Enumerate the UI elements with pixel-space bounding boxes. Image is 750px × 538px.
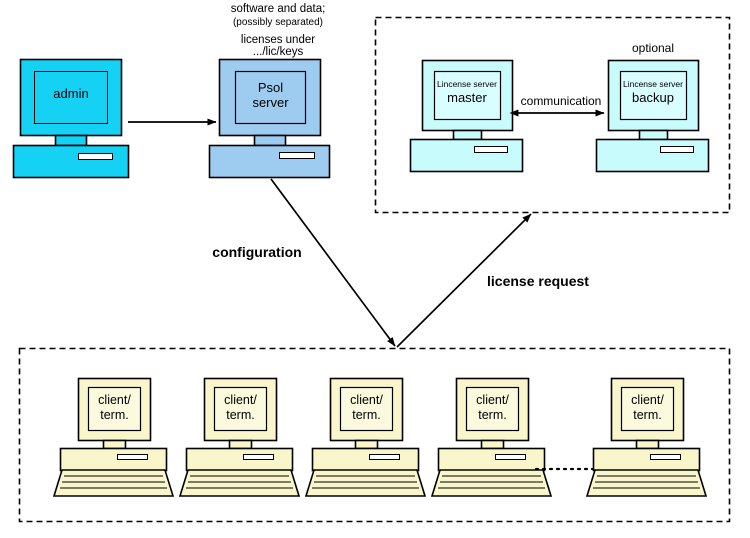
license-backup-role: backup [632, 90, 674, 105]
client-5-screen [620, 386, 675, 432]
client-2-screen-label: client/ term. [224, 393, 257, 422]
client-3-base [311, 447, 420, 472]
psol-screen [234, 70, 307, 125]
backup-base [595, 138, 710, 173]
client-computer-1 [52, 377, 175, 497]
client-2-keyboard [178, 469, 301, 497]
client-5-neck [635, 439, 660, 450]
client-1-keyboard [52, 469, 175, 497]
client-4-base [437, 447, 546, 472]
license-master-title: Lincense server [436, 79, 497, 89]
client-1-base-slot [117, 454, 148, 460]
admin-screen-label: admin [53, 86, 89, 101]
client-4-keyboard [430, 469, 553, 497]
admin-base-slot [78, 153, 113, 160]
license-master-role: master [447, 90, 487, 105]
admin-computer [12, 58, 130, 179]
communication-label: communication [520, 94, 602, 108]
client-computer-3 [304, 377, 427, 497]
license-server-group-box [374, 16, 731, 214]
admin-neck [54, 134, 88, 147]
master-base-slot [474, 146, 508, 153]
client-1-screen-label: client/ term. [98, 393, 131, 422]
client-4-screen-label: client/ term. [476, 393, 509, 422]
psol-caption-line-3: licenses under [240, 34, 316, 46]
client-2-base [185, 447, 294, 472]
license-request-label: license request [487, 273, 589, 289]
client-3-keyboard [304, 469, 427, 497]
master-neck [452, 129, 483, 141]
client-computer-5 [585, 377, 708, 497]
client-4-neck [480, 439, 505, 450]
psol-base-slot [279, 152, 315, 159]
client-2-neck [228, 439, 253, 450]
psol-caption-line-2: (possibly separated) [232, 17, 324, 28]
client-3-neck [354, 439, 379, 450]
client-5-screen-label: client/ term. [631, 393, 664, 422]
master-base [409, 138, 524, 173]
psol-neck [253, 134, 287, 147]
client-3-screen-label: client/ term. [350, 393, 383, 422]
psol-base [208, 144, 331, 179]
client-4-screen [465, 386, 520, 432]
client-1-neck [102, 439, 127, 450]
admin-base [12, 144, 130, 179]
backup-neck [638, 129, 669, 141]
arrow-configuration [270, 178, 396, 347]
psol-screen-label: Psol server [252, 80, 289, 111]
client-1-base [59, 447, 168, 472]
client-2-base-slot [243, 454, 274, 460]
client-5-base [592, 447, 701, 472]
psol-server-computer [208, 58, 331, 179]
client-computer-4 [430, 377, 553, 497]
backup-base-slot [660, 146, 694, 153]
license-server-master-computer [409, 59, 524, 173]
admin-screen [34, 71, 108, 124]
license-backup-title: Lincense server [622, 79, 683, 89]
psol-caption-line-1: software and data; [230, 3, 326, 15]
client-2-screen [213, 386, 268, 432]
client-5-keyboard [585, 469, 708, 497]
client-5-base-slot [650, 454, 681, 460]
client-3-screen [339, 386, 394, 432]
client-1-screen [87, 386, 142, 432]
psol-caption-line-4: .../lic/keys [252, 46, 304, 58]
client-group-box [18, 347, 731, 523]
backup-screen [619, 70, 688, 121]
master-screen [433, 70, 502, 121]
arrow-license-request [396, 213, 532, 348]
client-computer-2 [178, 377, 301, 497]
client-4-base-slot [495, 454, 526, 460]
optional-label: optional [631, 41, 675, 55]
client-3-base-slot [369, 454, 400, 460]
license-server-backup-computer [595, 59, 710, 173]
configuration-label: configuration [212, 244, 302, 260]
